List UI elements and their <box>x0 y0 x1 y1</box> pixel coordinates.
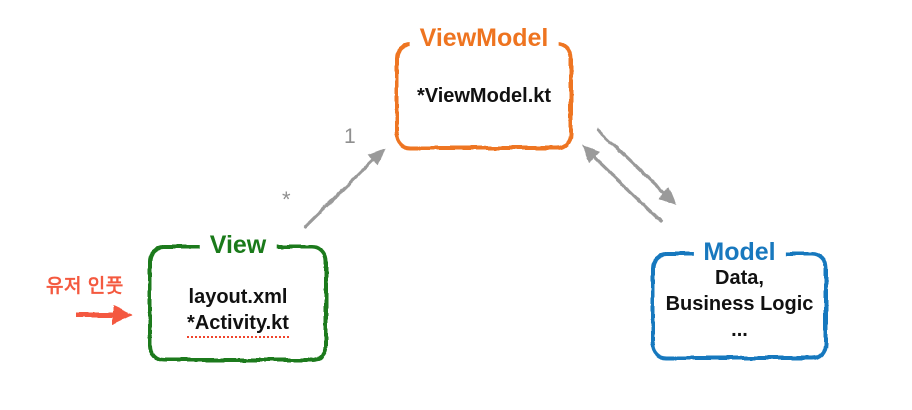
model-to-viewmodel-arrow <box>582 145 663 223</box>
view-activity-label: *Activity.kt <box>187 310 289 338</box>
multiplicity-many-label: * <box>282 187 291 212</box>
viewmodel-file-label: *ViewModel.kt <box>416 85 552 107</box>
model-ellipsis-label: ... <box>731 319 748 341</box>
view-box-title: View <box>199 231 277 259</box>
view-to-viewmodel-arrow <box>304 148 385 228</box>
model-business-logic-label: Business Logic <box>665 293 814 315</box>
model-box-content: Data, Business Logic ... <box>656 257 823 355</box>
model-box-title: Model <box>693 238 786 266</box>
model-box: Model Data, Business Logic ... <box>651 238 828 360</box>
view-layout-label: layout.xml <box>188 285 288 308</box>
viewmodel-to-model-arrow <box>596 128 676 205</box>
viewmodel-box: ViewModel *ViewModel.kt <box>395 24 573 150</box>
viewmodel-box-content: *ViewModel.kt <box>400 47 568 145</box>
view-box: View layout.xml *Activity.kt <box>148 231 328 362</box>
user-input-label: 유저 인풋 <box>46 276 124 297</box>
viewmodel-box-title: ViewModel <box>409 24 559 52</box>
view-box-content: layout.xml *Activity.kt <box>153 250 323 357</box>
user-input-arrow <box>77 305 133 325</box>
model-data-label: Data, <box>715 267 764 289</box>
multiplicity-one-label: 1 <box>344 125 356 148</box>
